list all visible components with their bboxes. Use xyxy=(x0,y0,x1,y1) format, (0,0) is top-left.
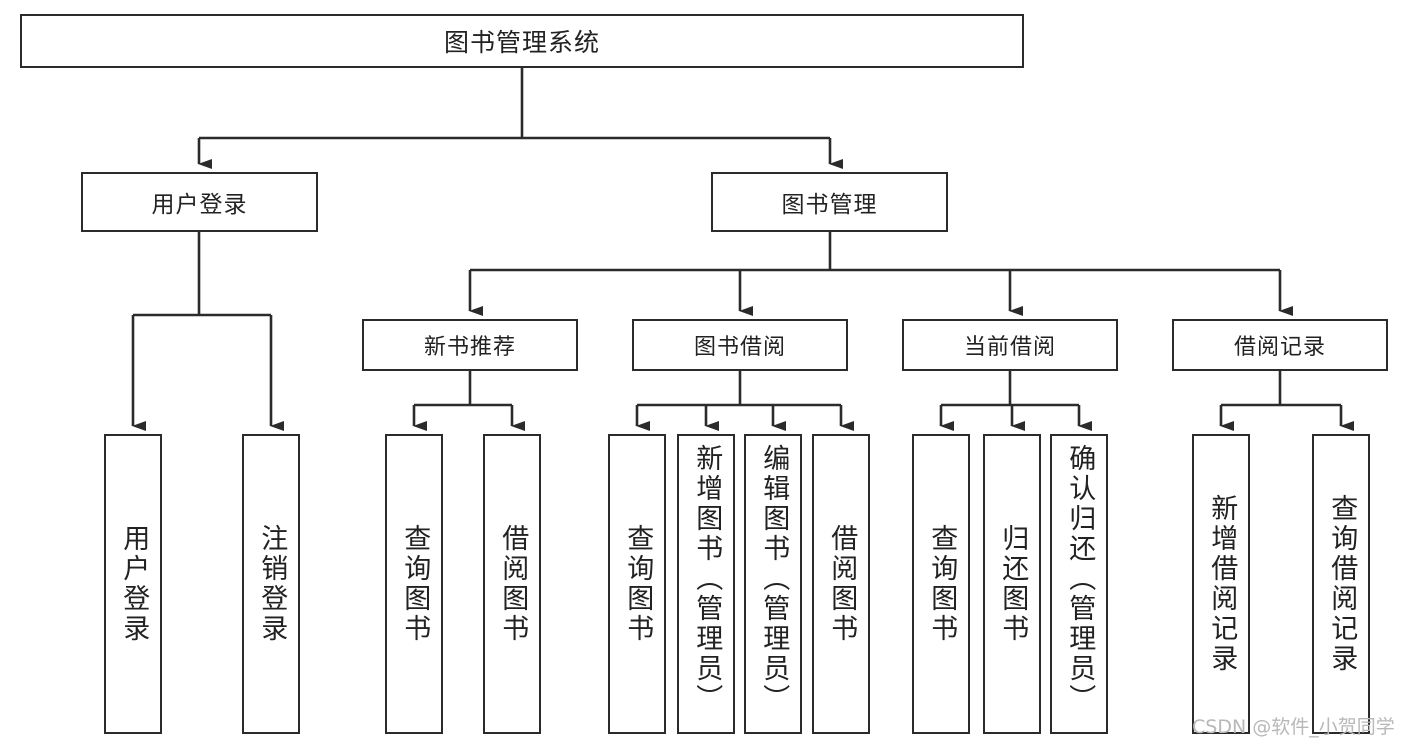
leaf-current-return-book-label: 归还图书 xyxy=(997,524,1029,644)
node-current-borrow[interactable]: 当前借阅 xyxy=(902,319,1118,371)
node-book-management[interactable]: 图书管理 xyxy=(711,172,948,232)
leaf-record-query-borrow-record[interactable]: 查询借阅记录 xyxy=(1312,434,1370,734)
leaf-borrow-query-book[interactable]: 查询图书 xyxy=(608,434,666,734)
leaf-borrow-add-book-admin[interactable]: 新增图书（管理员） xyxy=(677,434,735,734)
node-root[interactable]: 图书管理系统 xyxy=(20,14,1024,68)
leaf-borrow-add-book-admin-label: 新增图书（管理员） xyxy=(691,444,723,714)
node-root-label: 图书管理系统 xyxy=(443,28,600,57)
leaf-newbook-query-book[interactable]: 查询图书 xyxy=(385,434,443,734)
leaf-record-query-borrow-record-label: 查询借阅记录 xyxy=(1326,494,1358,674)
leaf-user-login-label: 用户登录 xyxy=(118,524,150,644)
node-user-login[interactable]: 用户登录 xyxy=(81,172,318,232)
node-current-borrow-label: 当前借阅 xyxy=(963,335,1056,360)
node-borrow-record-label: 借阅记录 xyxy=(1233,335,1326,360)
leaf-newbook-query-book-label: 查询图书 xyxy=(399,524,431,644)
leaf-borrow-borrow-book-label: 借阅图书 xyxy=(826,524,858,644)
node-book-borrow[interactable]: 图书借阅 xyxy=(632,319,848,371)
leaf-current-query-book-label: 查询图书 xyxy=(926,524,958,644)
node-book-borrow-label: 图书借阅 xyxy=(693,335,786,360)
leaf-current-confirm-return-admin[interactable]: 确认归还（管理员） xyxy=(1050,434,1108,734)
leaf-newbook-borrow-book[interactable]: 借阅图书 xyxy=(483,434,541,734)
leaf-current-confirm-return-admin-label: 确认归还（管理员） xyxy=(1064,444,1096,714)
leaf-newbook-borrow-book-label: 借阅图书 xyxy=(497,524,529,644)
node-borrow-record[interactable]: 借阅记录 xyxy=(1172,319,1388,371)
leaf-borrow-edit-book-admin-label: 编辑图书（管理员） xyxy=(758,444,790,714)
leaf-current-query-book[interactable]: 查询图书 xyxy=(912,434,970,734)
leaf-current-return-book[interactable]: 归还图书 xyxy=(983,434,1041,734)
leaf-borrow-query-book-label: 查询图书 xyxy=(622,524,654,644)
node-new-book-recommend[interactable]: 新书推荐 xyxy=(362,319,578,371)
leaf-record-add-borrow-record-label: 新增借阅记录 xyxy=(1206,494,1238,674)
node-user-login-label: 用户登录 xyxy=(151,192,248,218)
leaf-borrow-edit-book-admin[interactable]: 编辑图书（管理员） xyxy=(744,434,802,734)
leaf-borrow-borrow-book[interactable]: 借阅图书 xyxy=(812,434,870,734)
leaf-logout-label: 注销登录 xyxy=(256,524,288,644)
node-new-book-recommend-label: 新书推荐 xyxy=(423,335,516,360)
leaf-logout[interactable]: 注销登录 xyxy=(242,434,300,734)
leaf-record-add-borrow-record[interactable]: 新增借阅记录 xyxy=(1192,434,1250,734)
leaf-user-login[interactable]: 用户登录 xyxy=(104,434,162,734)
node-book-management-label: 图书管理 xyxy=(781,192,878,218)
